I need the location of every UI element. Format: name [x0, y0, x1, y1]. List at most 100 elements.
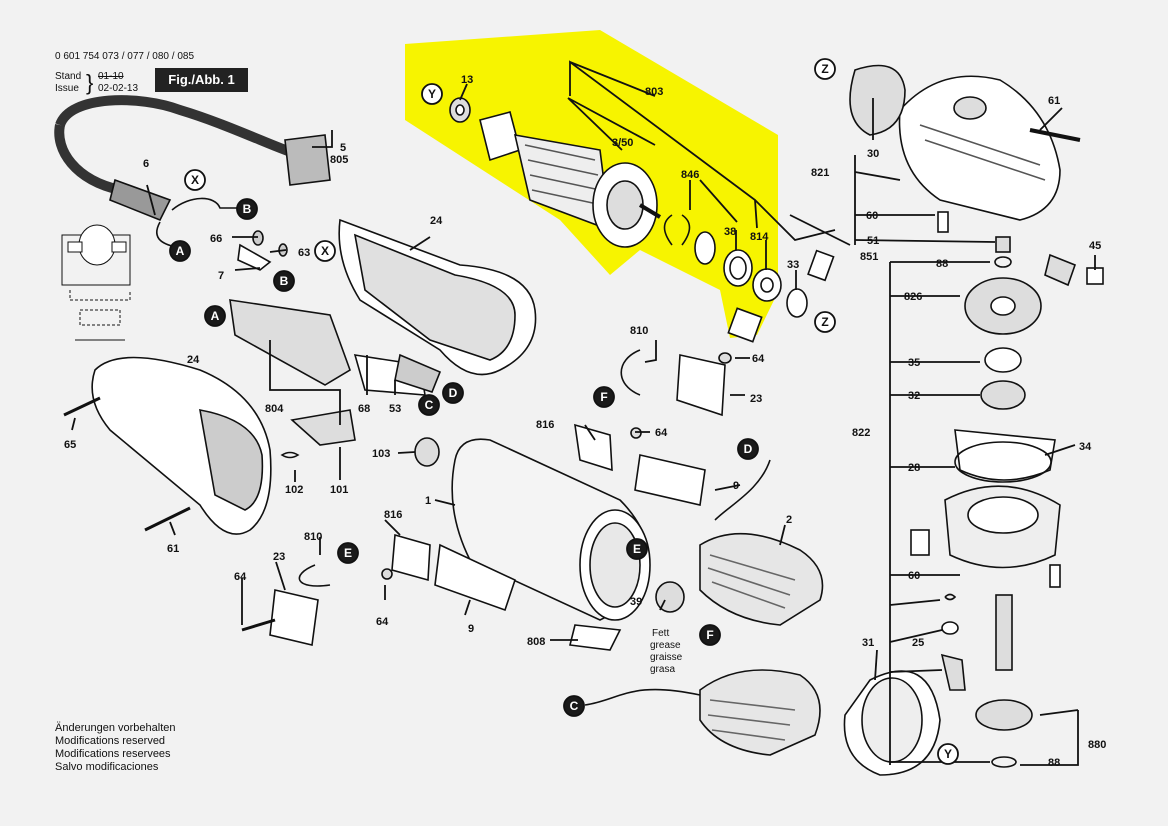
housing-half-bottom [91, 356, 356, 535]
svg-text:Y: Y [428, 87, 436, 101]
switch-assembly [229, 230, 442, 396]
label-5: 5 [340, 142, 346, 154]
new-date: 02-02-13 [98, 83, 139, 94]
note-es: Salvo modificaciones [55, 761, 159, 773]
connector-a: A [204, 305, 226, 327]
motor-housing [414, 437, 651, 621]
screws [63, 352, 732, 632]
label-65: 65 [64, 439, 76, 451]
label-61b: 61 [1048, 95, 1060, 107]
svg-text:C: C [570, 699, 579, 713]
svg-text:D: D [449, 386, 458, 400]
label-34: 34 [1079, 441, 1092, 453]
label-51: 51 [867, 235, 879, 247]
label-61a: 61 [167, 543, 179, 555]
connector-b: B [236, 198, 258, 220]
connector-f: F [593, 386, 615, 408]
label-102: 102 [285, 484, 303, 496]
brace: } [86, 70, 94, 95]
label-88a: 88 [936, 258, 948, 270]
brush-holders [269, 349, 726, 651]
svg-text:E: E [344, 546, 352, 560]
label-24a: 24 [430, 215, 443, 227]
label-23a: 23 [750, 393, 762, 405]
label-24b: 24 [187, 354, 200, 366]
note-en: Modifications reserved [55, 735, 166, 747]
label-101: 101 [330, 484, 348, 496]
label-38: 38 [724, 226, 736, 238]
grease-line-3: graisse [650, 652, 683, 663]
issue-label: Issue [55, 83, 79, 94]
connector-x: X [314, 240, 336, 262]
connector-x: X [184, 169, 206, 191]
connector-e: E [626, 538, 648, 560]
label-39: 39 [630, 596, 642, 608]
label-45: 45 [1089, 240, 1101, 252]
svg-text:A: A [211, 309, 220, 323]
connector-d: D [442, 382, 464, 404]
stand-label: Stand [55, 71, 82, 82]
label-64d: 64 [376, 616, 389, 628]
label-53: 53 [389, 403, 401, 415]
label-3-50: 3/50 [612, 137, 633, 149]
part-number-labels: 13 803 3/50 846 38 814 33 5 805 6 24 66 … [64, 74, 1106, 769]
label-822: 822 [852, 427, 870, 439]
connector-e: E [337, 542, 359, 564]
label-804: 804 [265, 403, 284, 415]
label-60b: 60 [908, 570, 920, 582]
connector-b: B [273, 270, 295, 292]
svg-text:C: C [425, 398, 434, 412]
connector-c: C [418, 394, 440, 416]
field-coils [584, 459, 824, 756]
label-23b: 23 [273, 551, 285, 563]
bearing-parts [663, 214, 835, 343]
label-9b: 9 [468, 623, 474, 635]
label-803: 803 [645, 86, 663, 98]
label-805: 805 [330, 154, 348, 166]
svg-text:X: X [191, 173, 199, 187]
label-810b: 810 [304, 531, 322, 543]
label-33: 33 [787, 259, 799, 271]
label-35: 35 [908, 357, 920, 369]
label-810a: 810 [630, 325, 648, 337]
grease-line-2: grease [650, 640, 681, 651]
label-88b: 88 [1048, 757, 1060, 769]
old-date: 01-10 [98, 71, 124, 82]
label-31: 31 [862, 637, 874, 649]
grease-line-1: Fett [652, 628, 669, 639]
label-64b: 64 [655, 427, 668, 439]
label-6: 6 [143, 158, 149, 170]
connector-f: F [699, 624, 721, 646]
wiring-schematic [61, 224, 131, 341]
svg-text:F: F [706, 628, 713, 642]
label-60a: 60 [866, 210, 878, 222]
svg-text:B: B [243, 202, 252, 216]
connector-c: C [563, 695, 585, 717]
armature [449, 97, 662, 248]
connector-d: D [737, 438, 759, 460]
housing-half-top [338, 218, 537, 376]
svg-text:F: F [600, 390, 607, 404]
label-64c: 64 [234, 571, 247, 583]
label-9a: 9 [733, 480, 739, 492]
label-808: 808 [527, 636, 545, 648]
label-63: 63 [298, 247, 310, 259]
svg-text:Y: Y [944, 747, 952, 761]
note-de: Änderungen vorbehalten [55, 722, 176, 734]
svg-text:A: A [176, 244, 185, 258]
label-66: 66 [210, 233, 222, 245]
label-816a: 816 [536, 419, 554, 431]
label-25: 25 [912, 637, 924, 649]
note-fr: Modifications reservees [55, 748, 171, 760]
spindle-stack [910, 256, 1061, 768]
label-64a: 64 [752, 353, 765, 365]
connector-a: A [169, 240, 191, 262]
label-28: 28 [908, 462, 920, 474]
label-68: 68 [358, 403, 370, 415]
wheel-guard [843, 670, 941, 776]
svg-text:Z: Z [821, 315, 828, 329]
connector-z: Z [814, 311, 836, 333]
model-numbers: 0 601 754 073 / 077 / 080 / 085 [55, 51, 195, 62]
